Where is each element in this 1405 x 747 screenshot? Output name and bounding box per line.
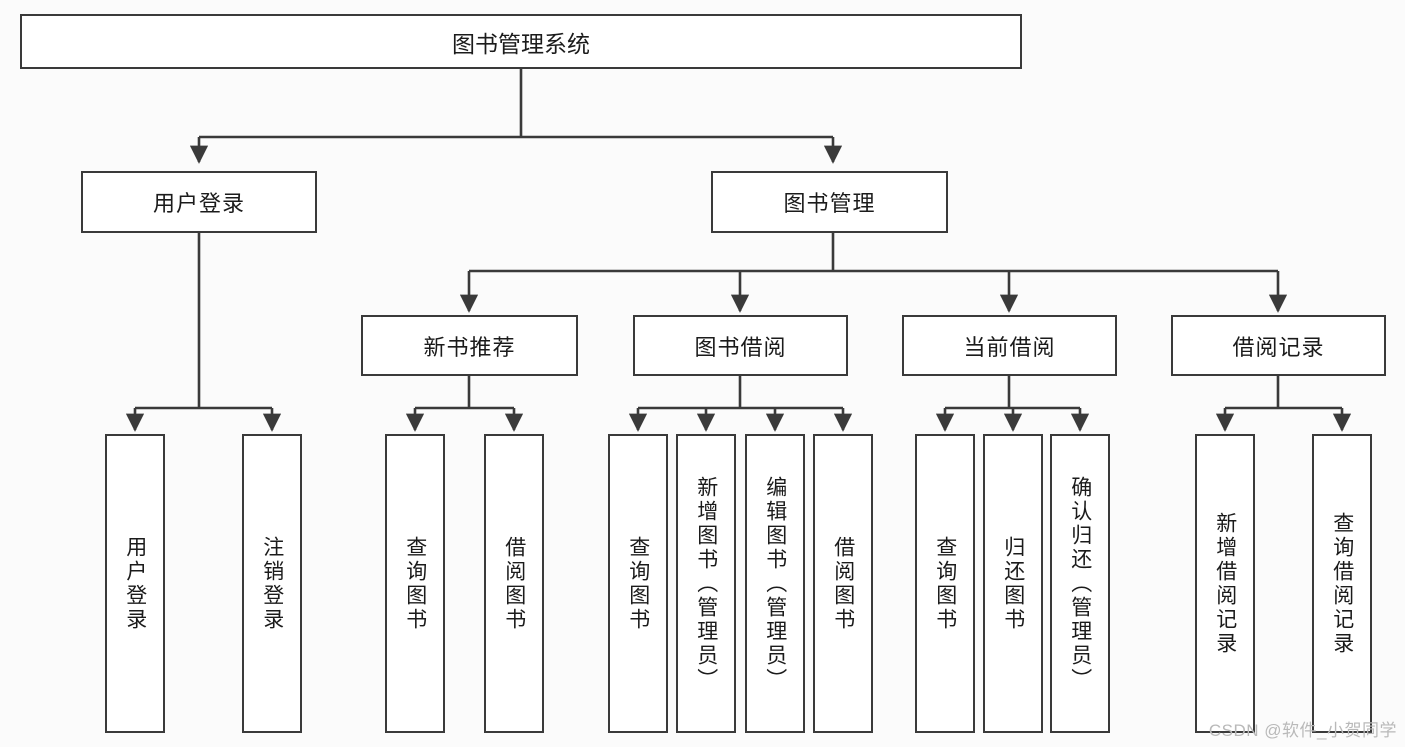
node-label: 编辑图书（管理员）	[763, 475, 787, 692]
node-leaf-query-book-2[interactable]: 查询图书	[608, 434, 668, 733]
node-label: 图书管理	[783, 191, 876, 216]
node-leaf-query-record[interactable]: 查询借阅记录	[1312, 434, 1372, 733]
node-current-borrow[interactable]: 当前借阅	[902, 315, 1117, 376]
node-leaf-add-book[interactable]: 新增图书（管理员）	[676, 434, 736, 733]
node-label: 查询借阅记录	[1330, 511, 1354, 656]
node-label: 用户登录	[152, 191, 245, 216]
node-leaf-return-book[interactable]: 归还图书	[983, 434, 1043, 733]
node-book-borrow[interactable]: 图书借阅	[633, 315, 848, 376]
node-label: 图书借阅	[694, 334, 787, 360]
node-label: 借阅记录	[1232, 334, 1325, 360]
node-leaf-add-record[interactable]: 新增借阅记录	[1195, 434, 1255, 733]
node-label: 查询图书	[933, 535, 957, 632]
node-label: 当前借阅	[963, 334, 1056, 360]
watermark-text: CSDN @软件_小贺同学	[1208, 721, 1397, 740]
node-borrow-record[interactable]: 借阅记录	[1171, 315, 1386, 376]
node-label: 查询图书	[626, 535, 650, 632]
node-user-login[interactable]: 用户登录	[81, 171, 317, 233]
node-leaf-logout-login[interactable]: 注销登录	[242, 434, 302, 733]
node-label: 注销登录	[260, 535, 284, 632]
node-leaf-query-book-1[interactable]: 查询图书	[385, 434, 445, 733]
node-leaf-borrow-book-1[interactable]: 借阅图书	[484, 434, 544, 733]
node-label: 借阅图书	[831, 535, 855, 632]
node-label: 新书推荐	[423, 334, 516, 360]
node-label: 用户登录	[123, 535, 147, 632]
node-leaf-confirm-return[interactable]: 确认归还（管理员）	[1050, 434, 1110, 733]
node-label: 新增图书（管理员）	[694, 475, 718, 692]
node-label: 归还图书	[1001, 535, 1025, 632]
node-leaf-user-login[interactable]: 用户登录	[105, 434, 165, 733]
node-book-management[interactable]: 图书管理	[711, 171, 948, 233]
node-label: 确认归还（管理员）	[1068, 475, 1092, 692]
node-root-book-management-system[interactable]: 图书管理系统	[20, 14, 1022, 69]
node-leaf-query-book-3[interactable]: 查询图书	[915, 434, 975, 733]
node-new-book-recommend[interactable]: 新书推荐	[361, 315, 578, 376]
node-leaf-edit-book[interactable]: 编辑图书（管理员）	[745, 434, 805, 733]
node-label: 新增借阅记录	[1213, 511, 1237, 656]
node-label: 查询图书	[403, 535, 427, 632]
node-label: 借阅图书	[502, 535, 526, 632]
node-leaf-borrow-book-2[interactable]: 借阅图书	[813, 434, 873, 733]
node-label: 图书管理系统	[452, 30, 590, 57]
